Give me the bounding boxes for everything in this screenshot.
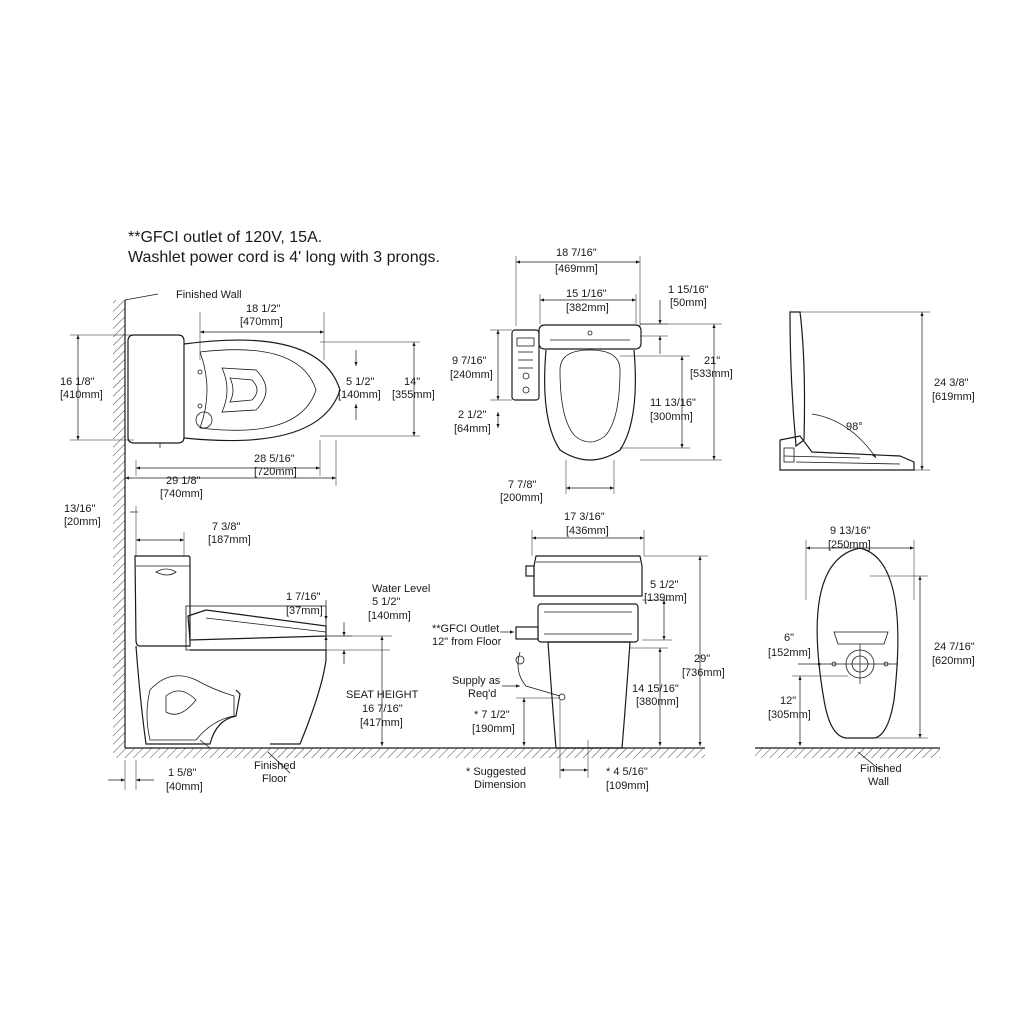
dim-24-7-16-in: 24 7/16" [934,641,975,653]
dim-20mm: [20mm] [64,516,101,528]
dim-470mm: [470mm] [240,316,283,328]
dim-40mm: [40mm] [166,781,203,793]
front-view [515,555,643,749]
dim-736mm: [736mm] [682,667,725,679]
dim-720mm: [720mm] [254,466,297,478]
dim-1-7-16-in: 1 7/16" [286,591,321,603]
label-suggested-1: * Suggested [466,766,526,778]
dim-187mm: [187mm] [208,534,251,546]
dim-29-in: 29" [694,653,710,665]
dim-5-1-2-in-top: 5 1/2" [346,376,374,388]
dim-16-1-8-in: 16 1/8" [60,376,95,388]
dim-16-7-16-in: 16 7/16" [362,703,403,715]
dim-9-13-16-in: 9 13/16" [830,525,871,537]
open-lid-view [779,311,915,471]
label-finished-wall-top: Finished Wall [176,289,242,301]
label-finished-floor-2: Floor [262,773,287,785]
dim-300mm: [300mm] [650,411,693,423]
dim-305mm: [305mm] [768,709,811,721]
dim-17-3-16-in: 17 3/16" [564,511,605,523]
dim-12-in: 12" [780,695,796,707]
dim-140mm-top: [140mm] [338,389,381,401]
note-gfci: **GFCI outlet of 120V, 15A. [128,229,323,246]
label-finished-wall-2: Wall [868,776,889,788]
dim-29-1-8-in: 29 1/8" [166,475,201,487]
note-power-cord: Washlet power cord is 4' long with 3 pro… [128,249,440,266]
dim-14-in: 14" [404,376,420,388]
dim-200mm: [200mm] [500,492,543,504]
label-finished-floor-1: Finished [254,760,296,772]
dimension-text: 18 1/2" [470mm] 16 1/8" [410mm] 5 1/2" [… [60,247,975,793]
label-suggested-2: Dimension [474,779,526,791]
dim-14-15-16-in: 14 15/16" [632,683,679,695]
top-view [127,334,341,448]
label-gfci-outlet-1: **GFCI Outlet [432,623,499,635]
dim-4-5-16-in: * 4 5/16" [606,766,648,778]
dim-382mm: [382mm] [566,302,609,314]
dim-1-15-16-in: 1 15/16" [668,284,709,296]
dim-417mm: [417mm] [360,717,403,729]
dim-533mm: [533mm] [690,368,733,380]
dim-11-13-16-in: 11 13/16" [650,397,696,409]
dim-24-3-8-in: 24 3/8" [934,377,969,389]
dim-139mm: [139mm] [644,592,687,604]
dim-37mm: [37mm] [286,605,323,617]
dim-140mm-water: [140mm] [368,610,411,622]
label-seat-height: SEAT HEIGHT [346,689,419,701]
dim-740mm: [740mm] [160,488,203,500]
label-water-level: Water Level [372,583,430,595]
dim-190mm: [190mm] [472,723,515,735]
dim-2-1-2-in: 2 1/2" [458,409,486,421]
dim-7-1-2-in: * 7 1/2" [474,709,510,721]
dim-15-1-16-in: 15 1/16" [566,288,607,300]
dim-28-5-16-in: 28 5/16" [254,453,295,465]
dim-436mm: [436mm] [566,525,609,537]
label-supply-2: Req'd [468,688,496,700]
label-supply-1: Supply as [452,675,501,687]
side-view [134,555,327,749]
dim-64mm: [64mm] [454,423,491,435]
label-finished-wall-1: Finished [860,763,902,775]
labels: Finished Wall Finished Floor Water Level… [176,289,902,791]
dim-410mm: [410mm] [60,389,103,401]
dim-250mm: [250mm] [828,539,871,551]
dim-13-16-in: 13/16" [64,503,96,515]
dim-9-7-16-in: 9 7/16" [452,355,487,367]
dim-620mm: [620mm] [932,655,975,667]
dim-469mm: [469mm] [555,263,598,275]
dim-7-3-8-in: 7 3/8" [212,521,240,533]
floor-plan-view [816,547,899,739]
dim-5-1-2-in-front: 5 1/2" [650,579,678,591]
dim-1-5-8-in: 1 5/8" [168,767,196,779]
dim-18-7-16-in: 18 7/16" [556,247,597,259]
dim-50mm: [50mm] [670,297,707,309]
dim-355mm: [355mm] [392,389,435,401]
label-angle: 98° [846,421,863,433]
label-gfci-outlet-2: 12" from Floor [432,636,502,648]
dim-109mm: [109mm] [606,780,649,792]
dim-21-in: 21" [704,355,720,367]
dim-18-1-2-in: 18 1/2" [246,303,281,315]
dim-5-1-2-in-water: 5 1/2" [372,596,400,608]
dim-6-in: 6" [784,632,794,644]
dim-619mm: [619mm] [932,391,975,403]
seat-top-view [511,324,642,461]
dim-380mm: [380mm] [636,696,679,708]
dimension-lines [70,256,930,790]
dim-240mm: [240mm] [450,369,493,381]
wall-and-floor-hatching [113,293,940,774]
dim-7-7-8-in: 7 7/8" [508,479,536,491]
dim-152mm: [152mm] [768,647,811,659]
